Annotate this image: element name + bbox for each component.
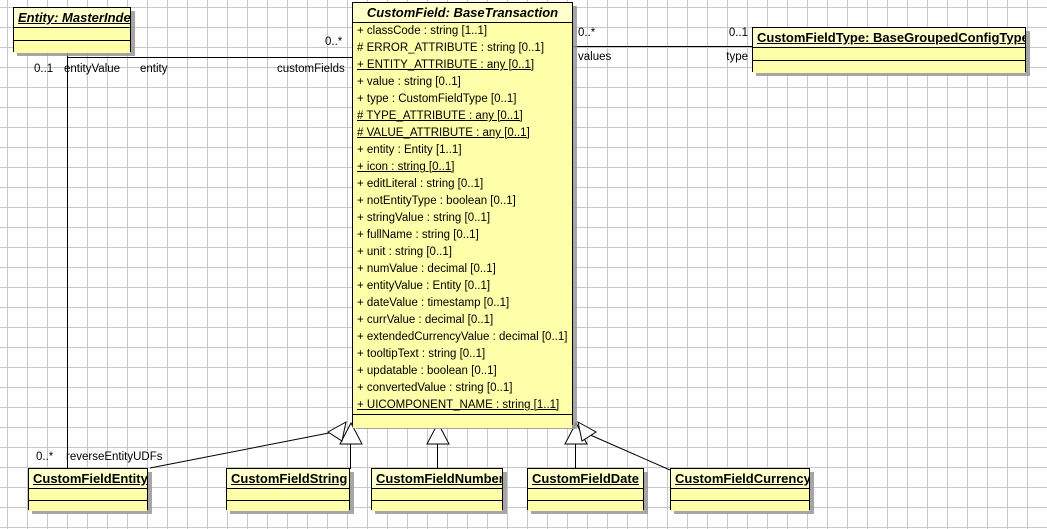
multiplicity-type: 0..1 [728, 27, 748, 39]
multiplicity-reverseentityudfs: 0..* [36, 451, 54, 463]
operations-compartment-custom-field [353, 414, 572, 428]
attribute-row: + icon : string [0..1] [357, 161, 455, 173]
class-title-custom-field-type: CustomFieldType: BaseGroupedConfigType [753, 28, 1025, 48]
class-box-custom-field-entity[interactable]: CustomFieldEntity [28, 468, 148, 511]
operations-compartment [671, 500, 809, 511]
attribute-row: + UICOMPONENT_NAME : string [1..1] [357, 399, 560, 411]
attributes-compartment [29, 489, 147, 500]
operations-compartment [528, 500, 643, 511]
operations-compartment [29, 500, 147, 511]
attribute-row: + type : CustomFieldType [0..1] [357, 93, 517, 105]
attribute-row: + unit : string [0..1] [357, 246, 452, 258]
generalization-line-customfielddate[interactable] [575, 425, 576, 469]
attribute-row: + classCode : string [1..1] [357, 25, 488, 37]
attribute-row: + stringValue : string [0..1] [357, 212, 491, 224]
role-label-customfields: customFields [277, 63, 345, 75]
attribute-row: + numValue : decimal [0..1] [357, 263, 496, 275]
attributes-compartment-custom-field: + classCode : string [1..1] # ERROR_ATTR… [353, 23, 572, 414]
multiplicity-entityvalue: 0..1 [34, 63, 54, 75]
class-title-text: CustomFieldEntity [33, 471, 147, 486]
generalization-line-customfieldnumber[interactable] [437, 425, 438, 469]
class-title-custom-field-string: CustomFieldString [227, 469, 349, 489]
class-box-custom-field-date[interactable]: CustomFieldDate [527, 468, 644, 511]
attribute-row: # ERROR_ATTRIBUTE : string [0..1] [357, 42, 545, 54]
multiplicity-values: 0..* [578, 27, 596, 39]
operations-compartment [227, 500, 349, 511]
role-label-values: values [578, 51, 612, 63]
class-title-text: CustomFieldNumber [376, 471, 502, 486]
operations-compartment [14, 40, 130, 53]
generalization-arrow-customfieldnumber [426, 421, 450, 445]
attribute-row: + extendedCurrencyValue : decimal [0..1] [357, 331, 568, 343]
association-line-entity-customfields[interactable] [67, 57, 353, 58]
operations-compartment [753, 60, 1025, 73]
attribute-row: + ENTITY_ATTRIBUTE : any [0..1] [357, 59, 535, 71]
role-label-reverseentityudfs: reverseEntityUDFs [66, 451, 163, 463]
class-title-text: CustomFieldType: BaseGroupedConfigType [757, 30, 1025, 45]
class-title-custom-field-number: CustomFieldNumber [372, 469, 502, 489]
attribute-row: + convertedValue : string [0..1] [357, 382, 513, 394]
class-box-custom-field-number[interactable]: CustomFieldNumber [371, 468, 503, 511]
class-title-text: CustomFieldCurrency [675, 471, 809, 486]
attribute-row: + entity : Entity [1..1] [357, 144, 462, 156]
class-title-custom-field-date: CustomFieldDate [528, 469, 643, 489]
attribute-row: + updatable : boolean [0..1] [357, 365, 497, 377]
multiplicity-customfields-source: 0..* [325, 36, 343, 48]
attributes-compartment [528, 489, 643, 500]
attribute-row: + editLiteral : string [0..1] [357, 178, 484, 190]
role-label-entityvalue: entityValue [64, 63, 121, 75]
attribute-row: + currValue : decimal [0..1] [357, 314, 494, 326]
attribute-row: + tooltipText : string [0..1] [357, 348, 486, 360]
generalization-line-customfieldstring[interactable] [350, 425, 351, 469]
attributes-compartment [372, 489, 502, 500]
attributes-compartment [14, 28, 130, 40]
class-title-custom-field-entity: CustomFieldEntity [29, 469, 147, 489]
attributes-compartment [753, 48, 1025, 60]
class-box-custom-field[interactable]: CustomField: BaseTransaction + classCode… [352, 2, 573, 428]
role-label-entity: entity [140, 63, 168, 75]
attributes-compartment [671, 489, 809, 500]
class-box-custom-field-string[interactable]: CustomFieldString [226, 468, 350, 511]
class-title-text: CustomFieldDate [532, 471, 639, 486]
operations-compartment [372, 500, 502, 511]
class-title-custom-field-currency: CustomFieldCurrency [671, 469, 809, 489]
class-title-text: Entity: MasterIndex [18, 10, 130, 25]
attributes-compartment [227, 489, 349, 500]
attribute-row: + dateValue : timestamp [0..1] [357, 297, 510, 309]
generalization-arrow-customfieldcurrency [577, 421, 597, 442]
class-title-text: CustomField: BaseTransaction [366, 5, 559, 20]
role-label-type: type [726, 51, 748, 63]
generalization-arrow-customfieldstring [339, 421, 363, 445]
class-box-master-index[interactable]: Entity: MasterIndex [13, 7, 131, 53]
class-title-master-index: Entity: MasterIndex [14, 8, 130, 28]
association-line-type-values[interactable] [573, 46, 752, 47]
class-title-text: CustomFieldString [231, 471, 348, 486]
generalization-arrow-customfieldentity [327, 421, 347, 442]
class-title-custom-field: CustomField: BaseTransaction [353, 3, 572, 23]
attribute-row: + entityValue : Entity [0..1] [357, 280, 491, 292]
attribute-row: + value : string [0..1] [357, 76, 461, 88]
class-box-custom-field-type[interactable]: CustomFieldType: BaseGroupedConfigType [752, 27, 1026, 73]
attribute-row: + notEntityType : boolean [0..1] [357, 195, 516, 207]
attribute-row: + fullName : string [0..1] [357, 229, 479, 241]
attribute-row: # VALUE_ATTRIBUTE : any [0..1] [357, 127, 530, 139]
class-box-custom-field-currency[interactable]: CustomFieldCurrency [670, 468, 810, 511]
association-line-entityvalue[interactable] [67, 52, 68, 468]
attribute-row: # TYPE_ATTRIBUTE : any [0..1] [357, 110, 523, 122]
